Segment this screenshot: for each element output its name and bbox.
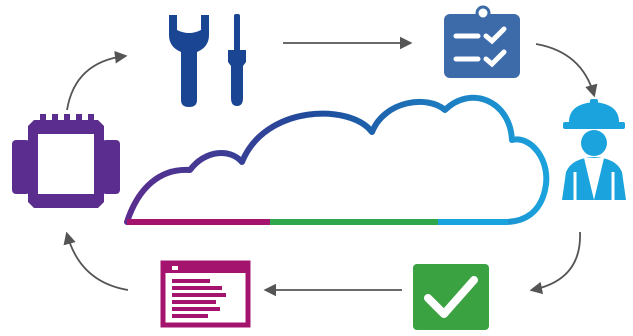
arrow-device-to-tools [66,50,128,111]
checkmark-icon [413,264,489,330]
test-device-icon [12,114,120,208]
arrow-checklist-to-technician [535,43,598,98]
report-document-icon [160,260,251,328]
arrow-technician-to-approval [529,231,581,295]
worker-hardhat-icon [562,99,626,200]
clipboard-checklist-icon [444,5,520,78]
wrench-screwdriver-icon [169,14,246,107]
wrench-icon [169,15,209,107]
arrow-report-to-device [63,231,129,291]
cycle-arrows [63,36,598,297]
cloud-icon [124,94,550,225]
screwdriver-icon [228,14,246,106]
